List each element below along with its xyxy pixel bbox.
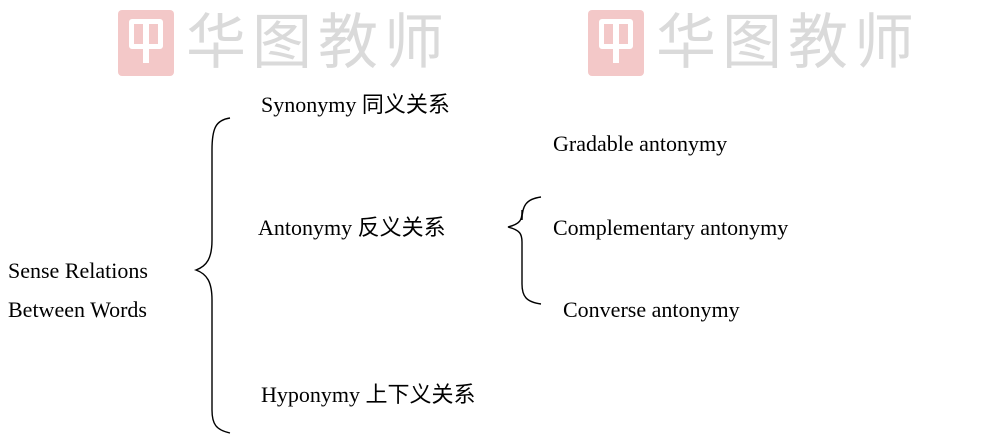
main-brace [193, 117, 231, 434]
relation-synonymy: Synonymy 同义关系 [261, 92, 450, 117]
antonymy-complementary: Complementary antonymy [553, 215, 789, 240]
relation-antonymy: Antonymy 反义关系 [258, 215, 446, 240]
watermark-logo-icon [588, 10, 644, 76]
watermark-logo-icon [118, 10, 174, 76]
watermark-text: 华图教师 [656, 8, 920, 78]
watermark-text: 华图教师 [186, 8, 450, 78]
watermark-right: 华图教师 [588, 6, 920, 80]
watermark-left: 华图教师 [118, 6, 450, 80]
antonymy-brace [507, 196, 542, 305]
root-label-line2: Between Words [8, 297, 147, 322]
relation-hyponymy: Hyponymy 上下义关系 [261, 382, 476, 407]
root-label-line1: Sense Relations [8, 258, 148, 283]
antonymy-converse: Converse antonymy [563, 297, 740, 322]
antonymy-gradable: Gradable antonymy [553, 131, 728, 156]
